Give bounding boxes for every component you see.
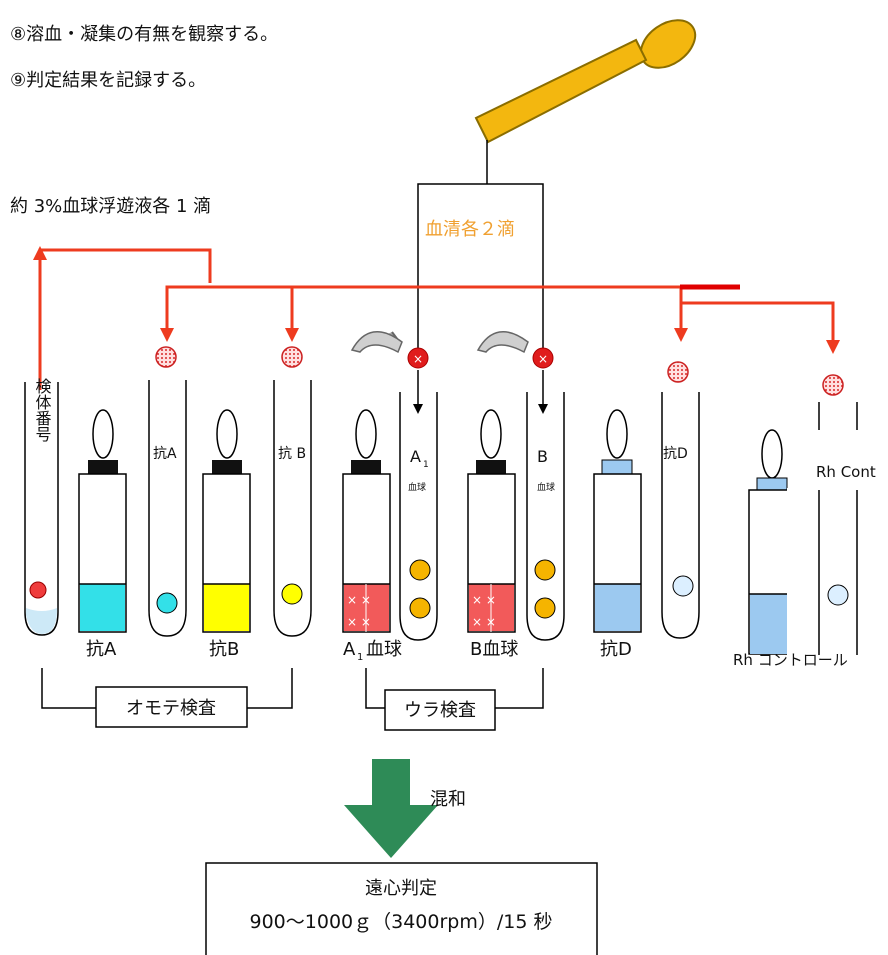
reagent-bottle-anti-a <box>78 409 127 633</box>
cell-drop-icon <box>822 374 844 396</box>
svg-text:× ×: × × <box>347 615 371 629</box>
reagent-anti-a-label: 抗A <box>86 639 117 660</box>
reagent-a1-subscript: 1 <box>357 652 363 663</box>
svg-text:× ×: × × <box>472 593 496 607</box>
tube-anti-a-label: 抗A <box>153 446 177 462</box>
test-tube-anti-a <box>148 380 187 637</box>
reagent-bottle-anti-b <box>202 409 251 633</box>
serum-drop-icon: × <box>532 347 554 369</box>
cells-drop-label: 約 3%血球浮遊液各 1 滴 <box>10 196 211 217</box>
test-tube-a1-cells <box>399 392 438 641</box>
tube-b-label: B <box>537 447 548 466</box>
svg-text:×: × <box>413 352 423 366</box>
step8-text: ⑧溶血・凝集の有無を観察する。 <box>10 24 278 45</box>
serum-drop-label: 血清各２滴 <box>425 219 515 240</box>
tube-b-cells-label: 血球 <box>537 481 555 493</box>
reagent-a1-cells-suffix: 血球 <box>366 639 402 660</box>
reagent-bottle-a1-cells: × × × × <box>342 409 391 633</box>
reagent-b-cells-label: B血球 <box>470 639 518 660</box>
reverse-test-label: ウラ検査 <box>404 700 476 721</box>
reagent-anti-b-label: 抗B <box>209 639 239 660</box>
step9-text: ⑨判定結果を記録する。 <box>10 70 206 91</box>
forward-test-label: オモテ検査 <box>126 698 216 719</box>
dropper-icon <box>474 19 697 144</box>
red-arrowheads <box>33 246 840 354</box>
tube-a1-cells-label: 血球 <box>408 481 426 493</box>
forward-test-bracket <box>41 668 293 728</box>
cell-drop-icon <box>281 346 303 368</box>
rh-control-label: Rh コントロール <box>733 651 848 669</box>
test-tube-rh-control <box>818 402 858 655</box>
centrifuge-box <box>205 862 598 955</box>
mix-label: 混和 <box>430 789 466 810</box>
test-tube-specimen <box>24 382 59 636</box>
reverse-test-bracket <box>365 668 544 731</box>
tube-a1-label: A <box>410 447 421 466</box>
rh-cont-label: Rh Cont <box>816 463 876 481</box>
mix-arrow-icon <box>344 759 438 858</box>
serum-drop-icon: × <box>407 347 429 369</box>
curved-arrow-icon <box>350 330 403 354</box>
reagent-anti-d-label: 抗D <box>600 639 632 660</box>
svg-text:×: × <box>538 352 548 366</box>
tube-a1-subscript: 1 <box>423 460 429 470</box>
specimen-number-label: 検体番号 <box>33 378 52 443</box>
centrifuge-title: 遠心判定 <box>365 878 437 899</box>
test-tube-anti-d <box>661 392 700 639</box>
svg-text:× ×: × × <box>472 615 496 629</box>
centrifuge-condition: 900～1000ｇ（3400rpm）/15 秒 <box>250 911 553 933</box>
svg-text:× ×: × × <box>347 593 371 607</box>
cell-drop-icon <box>155 346 177 368</box>
tube-anti-b-label: 抗 B <box>278 446 306 462</box>
reagent-bottle-anti-d <box>593 409 642 633</box>
red-distribution-lines <box>38 248 835 390</box>
reagent-bottle-rh-control <box>748 429 797 658</box>
reagent-a1-label: A <box>343 639 356 660</box>
curved-arrow-icon <box>476 330 529 354</box>
test-tube-b-cells <box>526 392 565 641</box>
test-tube-anti-b <box>273 380 312 637</box>
reagent-bottle-b-cells: × × × × <box>467 409 516 633</box>
tube-anti-d-label: 抗D <box>663 446 688 462</box>
cell-drop-icon <box>667 361 689 383</box>
